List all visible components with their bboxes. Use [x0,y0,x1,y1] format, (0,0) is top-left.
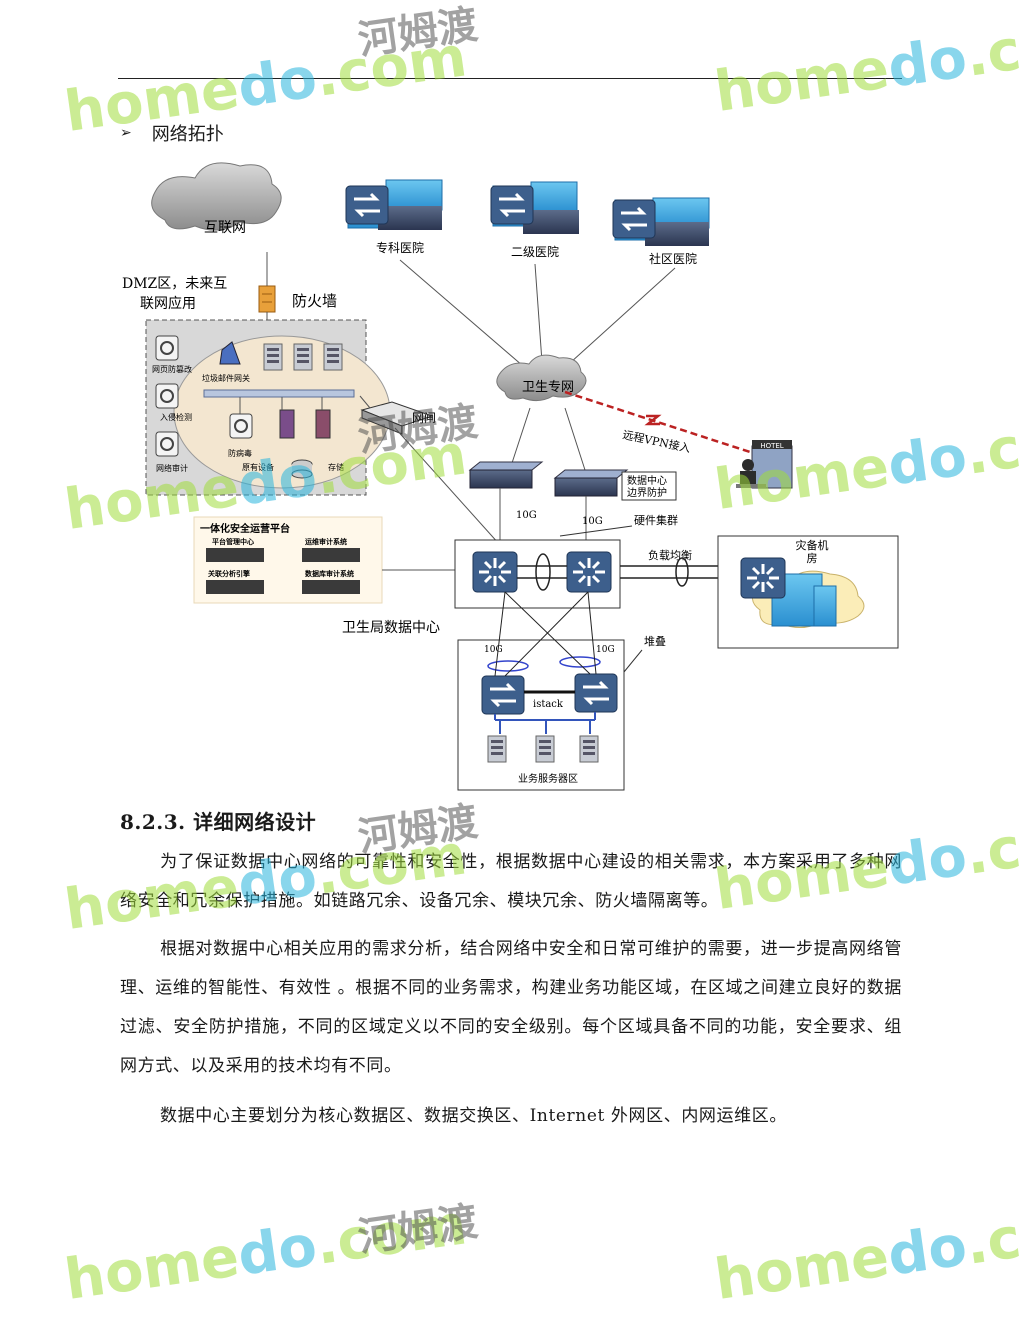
header-rule [118,78,902,79]
boundary-label-box [621,471,677,501]
section-heading: 8.2.3. 详细网络设计 [120,810,317,834]
hotel-remote-user: HOTEL [736,440,793,489]
network-topology-diagram: 互联网 专科医院 二级医院 社区医院 DMZ区，未来互 联网应用 防火墙 [122,162,899,791]
vpn-label: 远程VPN接入 [621,428,691,455]
antivirus-label: 防病毒 [228,448,252,458]
firewall-label: 防火墙 [292,292,337,310]
platform-item-3: 关联分析引擎 [208,569,251,578]
hospital-links [399,259,676,373]
gateway-label: 网闸 [412,411,436,425]
server-zone: 堆叠 10G 10G istack 业务服务器区 [457,635,666,791]
security-platform: 一体化安全运营平台 平台管理中心 运维审计系统 关联分析引擎 数据库审计系统 [193,516,383,604]
net-audit-label: 网络审计 [156,463,188,473]
server-10g-left: 10G [484,645,503,655]
paragraph-2: 根据对数据中心相关应用的需求分析，结合网络中安全和日常可维护的需要，进一步提高网… [120,930,902,1086]
boundary-firewall-1 [468,461,544,489]
server-zone-label: 业务服务器区 [518,772,578,785]
platform-title: 一体化安全运营平台 [200,522,290,535]
platform-item-2: 运维审计系统 [305,537,347,546]
bullet-heading: ➢ 网络拓扑 [120,120,224,146]
health-network-cloud: 卫生专网 [496,354,587,402]
dr-label-line1: 灾备机 [796,538,829,552]
watermark-chinese: 河姆渡 [355,1,481,65]
stack-label: 堆叠 [644,635,666,648]
paragraph-1-text: 为了保证数据中心网络的可靠性和安全性，根据数据中心建设的相关需求，本方案采用了多… [120,852,902,911]
boundary-label-line2: 边界防护 [627,486,667,499]
hospital-secondary-label: 二级医院 [511,245,559,259]
dmz-label-line1: DMZ区，未来互 [122,276,227,292]
paragraph-3-text: 数据中心主要划分为核心数据区、数据交换区、Internet 外网区、内网运维区。 [160,1106,787,1126]
core-to-stack-links [494,591,597,677]
paragraph-2-text: 根据对数据中心相关应用的需求分析，结合网络中安全和日常可维护的需要，进一步提高网… [120,939,902,1076]
internet-cloud: 互联网 [151,162,282,236]
hw-cluster-label: 硬件集群 [634,513,678,527]
data-center-label: 卫生局数据中心 [342,620,440,636]
health-network-label: 卫生专网 [522,380,574,395]
health-to-boundary-links [511,407,586,471]
hospital-specialist-label: 专科医院 [376,240,424,255]
spam-gateway-label: 垃圾邮件网关 [202,373,250,383]
platform-item-4: 数据库审计系统 [305,569,354,578]
intrusion-label: 入侵检测 [160,412,192,422]
boundary-firewall-2 [553,469,629,497]
hospital-community: 社区医院 [611,197,710,266]
paragraph-3: 数据中心主要划分为核心数据区、数据交换区、Internet 外网区、内网运维区。 [120,1097,902,1136]
hospital-specialist: 专科医院 [344,179,443,255]
web-tamper-label: 网页防篡改 [152,364,192,374]
paragraph-1: 为了保证数据中心网络的可靠性和安全性，根据数据中心建设的相关需求，本方案采用了多… [120,843,902,921]
storage-label: 存储 [328,462,344,472]
watermark-logo: homedo.com [60,1192,471,1313]
hospital-community-label: 社区医院 [649,251,697,266]
dr-label-line2: 房 [807,552,818,565]
disaster-recovery-room: 灾备机 房 [717,535,899,649]
watermark-logo: homedo.com [710,4,1020,125]
bullet-arrow-icon: ➢ [120,125,132,141]
link-10g-left: 10G [516,510,537,521]
firewall: 防火墙 [258,285,337,313]
server-10g-right: 10G [596,645,615,655]
hospital-secondary: 二级医院 [489,181,579,259]
link-10g-right: 10G [582,516,603,527]
istack-label: istack [533,699,564,710]
bullet-heading-text: 网络拓扑 [151,124,224,145]
existing-devices-label: 原有设备 [242,462,274,472]
dmz-label-line2: 联网应用 [140,295,196,312]
boundary-label-line1: 数据中心 [627,474,667,487]
dmz-zone: 垃圾邮件网关 网页防篡改 入侵检测 网络审计 防病毒 原有设备 存储 [145,319,391,496]
watermark-chinese: 河姆渡 [355,1198,481,1262]
watermark-logo: homedo.com [710,1192,1020,1313]
hotel-sign: HOTEL [760,442,783,450]
gateway-device: 网闸 [360,401,436,435]
internet-label: 互联网 [204,220,246,236]
platform-item-1: 平台管理中心 [212,537,254,546]
